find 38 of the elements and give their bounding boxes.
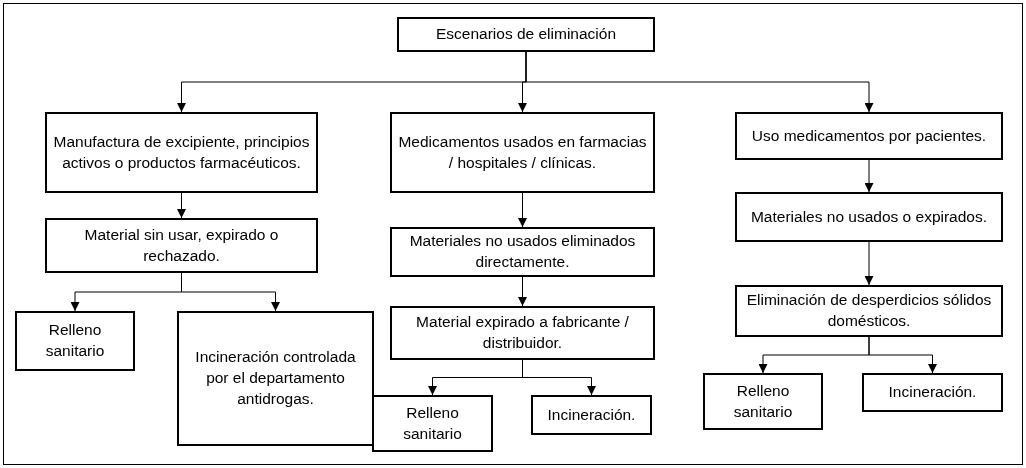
box-label: Materiales no usados o expirados.	[750, 206, 988, 227]
arrow	[518, 276, 527, 307]
box-label: Material sin usar, expirado o rechazado.	[83, 224, 280, 266]
box-label: Eliminación de desperdicios sólidos domésticos.	[745, 290, 993, 331]
process-box	[862, 373, 1003, 412]
box-label: Relleno sanitario	[732, 380, 794, 422]
arrow	[864, 241, 874, 286]
arrow	[177, 192, 186, 219]
process-box	[735, 112, 1003, 160]
process-box	[397, 17, 655, 52]
process-box	[703, 373, 823, 430]
process-box	[45, 218, 318, 273]
box-label: Medicamentos usados en farmacias / hospitales / clínicas.	[398, 131, 647, 173]
process-box	[390, 112, 655, 193]
process-box	[45, 112, 318, 193]
process-box	[372, 395, 493, 452]
process-box	[177, 311, 374, 446]
box-label: Relleno sanitario	[402, 402, 463, 444]
box-label: Incineración controlada por el departamento antidrogas.	[194, 347, 357, 409]
arrow	[525, 51, 874, 113]
process-box	[735, 192, 1003, 242]
box-label: Material expirado a fabricante / distribuidor.	[415, 312, 630, 353]
arrow	[868, 336, 937, 374]
arrow	[522, 359, 596, 396]
box-label: Relleno sanitario	[44, 320, 106, 361]
box-label: Manufactura de excipiente, principios activos o productos farmacéuticos.	[53, 131, 310, 173]
arrow	[864, 159, 874, 193]
arrow	[518, 192, 527, 228]
process-box	[735, 285, 1003, 337]
box-label: Incineración.	[547, 404, 636, 425]
process-box	[15, 311, 135, 371]
box-label: Uso medicamentos por pacientes.	[751, 125, 987, 146]
box-label: Escenarios de eliminación	[435, 24, 617, 45]
process-box	[531, 395, 652, 435]
process-box	[390, 227, 655, 277]
box-label: Materiales no usados eliminados directamente.	[408, 231, 637, 272]
process-box	[390, 306, 655, 360]
box-label: Incineración.	[888, 382, 977, 403]
